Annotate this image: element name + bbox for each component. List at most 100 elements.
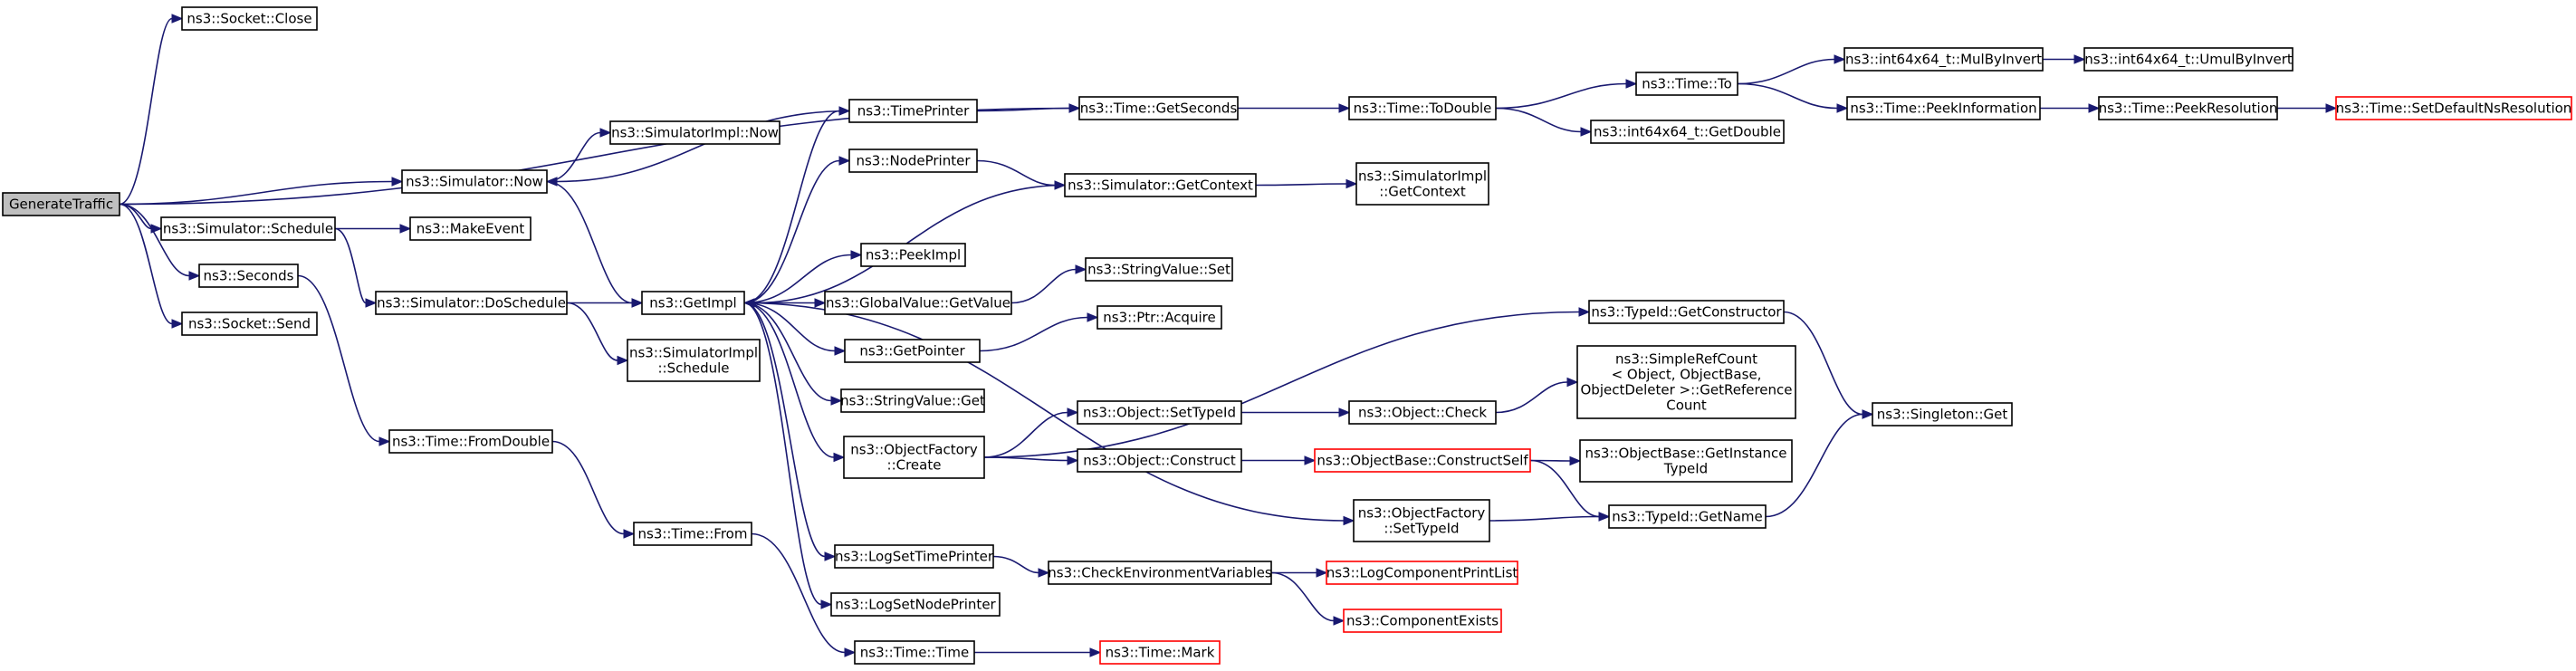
node-label: TypeId: [1663, 461, 1708, 477]
node-nodePrinter[interactable]: ns3::NodePrinter: [848, 149, 978, 173]
node-gvGetValue[interactable]: ns3::GlobalValue::GetValue: [824, 291, 1012, 315]
node-simpleRefCount[interactable]: ns3::SimpleRefCount< Object, ObjectBase,…: [1576, 345, 1796, 419]
node-label: ns3::StringValue::Get: [840, 393, 985, 409]
node-tidGetCtor[interactable]: ns3::TypeId::GetConstructor: [1588, 300, 1785, 324]
edge-line: [1529, 459, 1600, 518]
edge-toDouble-to-timeTo: [1495, 79, 1638, 110]
node-simImplGetCtx[interactable]: ns3::SimulatorImpl::GetContext: [1355, 162, 1489, 206]
node-label: ns3::Time::SetDefaultNsResolution: [2336, 101, 2572, 117]
edge-line: [1495, 381, 1568, 414]
edge-line: [983, 456, 1068, 462]
node-tidGetName[interactable]: ns3::TypeId::GetName: [1608, 504, 1767, 529]
node-label: ns3::CheckEnvironmentVariables: [1048, 565, 1272, 581]
node-i64GetDouble[interactable]: ns3::int64x64_t::GetDouble: [1590, 120, 1785, 144]
node-peekInfo[interactable]: ns3::Time::PeekInformation: [1846, 96, 2041, 120]
arrow-head: [1038, 568, 1050, 578]
node-obConstructSelf[interactable]: ns3::ObjectBase::ConstructSelf: [1314, 448, 1531, 473]
node-box: [1846, 96, 2041, 120]
arrow-head: [2325, 103, 2338, 113]
node-mulByInvert[interactable]: ns3::int64x64_t::MulByInvert: [1843, 47, 2044, 72]
node-objCheck[interactable]: ns3::Object::Check: [1348, 400, 1497, 425]
node-timeFrom[interactable]: ns3::Time::From: [633, 522, 752, 546]
edge-gen-to-simSchedule: [119, 203, 163, 234]
node-box: [1099, 640, 1221, 665]
node-sockClose[interactable]: ns3::Socket::Close: [181, 6, 318, 31]
node-label: ::Create: [887, 457, 942, 474]
arrow-head: [1304, 455, 1317, 465]
arrow-head: [850, 250, 863, 260]
node-label: ns3::Time::To: [1642, 76, 1732, 92]
node-ofSetTypeId[interactable]: ns3::ObjectFactory::SetTypeId: [1353, 499, 1490, 542]
edge-timeTo-to-mulByInvert: [1737, 54, 1846, 85]
node-box: [1343, 609, 1502, 633]
node-box: [2335, 96, 2572, 120]
node-simNow[interactable]: ns3::Simulator::Now: [401, 169, 548, 194]
node-fromDouble[interactable]: ns3::Time::FromDouble: [388, 429, 553, 454]
node-umulByInvert[interactable]: ns3::int64x64_t::UmulByInvert: [2083, 47, 2294, 72]
node-label: ns3::GlobalValue::GetValue: [826, 295, 1010, 312]
node-peekImpl[interactable]: ns3::PeekImpl: [860, 243, 966, 267]
edge-line: [751, 532, 846, 654]
node-simSchedule[interactable]: ns3::Simulator::Schedule: [160, 216, 336, 241]
node-gen[interactable]: GenerateTraffic: [2, 192, 120, 216]
node-label: ns3::Time::Mark: [1106, 645, 1215, 661]
node-box: [609, 120, 780, 145]
node-setDefRes[interactable]: ns3::Time::SetDefaultNsResolution: [2335, 96, 2572, 120]
arrow-head: [1580, 127, 1593, 137]
node-box: [824, 291, 1012, 315]
node-getContext[interactable]: ns3::Simulator::GetContext: [1064, 173, 1257, 197]
edge-line: [1270, 571, 1335, 622]
edge-line: [119, 203, 190, 277]
node-getPointer[interactable]: ns3::GetPointer: [844, 339, 981, 363]
edge-ofCreate-to-objConstruct: [983, 455, 1079, 465]
node-objConstruct[interactable]: ns3::Object::Construct: [1077, 448, 1242, 473]
node-seconds[interactable]: ns3::Seconds: [198, 264, 299, 288]
edge-line: [983, 411, 1068, 458]
node-timeTime[interactable]: ns3::Time::Time: [854, 640, 975, 665]
node-svSet[interactable]: ns3::StringValue::Set: [1085, 257, 1233, 282]
node-label: ns3::GetImpl: [649, 295, 736, 312]
arrow-head: [1836, 103, 1849, 113]
arrow-head: [365, 298, 378, 308]
node-singletonGet[interactable]: ns3::Singleton::Get: [1872, 402, 2013, 427]
node-sockSend[interactable]: ns3::Socket::Send: [181, 312, 318, 336]
node-label: ns3::Socket::Send: [188, 316, 311, 332]
node-checkEnv[interactable]: ns3::CheckEnvironmentVariables: [1048, 561, 1272, 585]
edge-toDouble-to-i64GetDouble: [1495, 107, 1593, 137]
node-compExists[interactable]: ns3::ComponentExists: [1343, 609, 1502, 633]
node-label: ns3::MakeEvent: [417, 221, 525, 237]
edge-line: [551, 440, 625, 535]
arrow-head: [1338, 103, 1351, 113]
node-getImpl[interactable]: ns3::GetImpl: [641, 291, 745, 315]
node-box: [840, 388, 985, 413]
node-simImplSched[interactable]: ns3::SimulatorImpl::Schedule: [627, 339, 761, 382]
node-logSetTime[interactable]: ns3::LogSetTimePrinter: [834, 544, 994, 569]
node-ptrAcquire[interactable]: ns3::Ptr::Acquire: [1096, 305, 1222, 330]
node-toDouble[interactable]: ns3::Time::ToDouble: [1348, 96, 1497, 120]
node-ofCreate[interactable]: ns3::ObjectFactory::Create: [843, 436, 985, 479]
node-doSchedule[interactable]: ns3::Simulator::DoSchedule: [375, 291, 568, 315]
node-timePrinter[interactable]: ns3::TimePrinter: [848, 99, 978, 123]
node-timeTo[interactable]: ns3::Time::To: [1635, 72, 1738, 96]
node-label: ns3::Time::PeekInformation: [1850, 101, 2036, 117]
node-timeMark[interactable]: ns3::Time::Mark: [1099, 640, 1221, 665]
node-logSetNode[interactable]: ns3::LogSetNodePrinter: [830, 592, 1001, 617]
edge-getImpl-to-peekImpl: [743, 250, 863, 304]
arrow-head: [814, 298, 827, 308]
node-logCompPrint[interactable]: ns3::LogComponentPrintList: [1326, 561, 1518, 585]
node-getSeconds[interactable]: ns3::Time::GetSeconds: [1078, 96, 1239, 120]
node-objSetTypeId[interactable]: ns3::Object::SetTypeId: [1077, 400, 1242, 425]
node-box: [1588, 300, 1785, 324]
arrow-head: [545, 177, 558, 187]
node-simImplNow[interactable]: ns3::SimulatorImpl::Now: [609, 120, 780, 145]
node-svGet[interactable]: ns3::StringValue::Get: [840, 388, 985, 413]
node-makeEvent[interactable]: ns3::MakeEvent: [409, 216, 531, 241]
node-label: ns3::ObjectBase::GetInstance: [1585, 446, 1787, 462]
arrow-head: [2073, 54, 2086, 64]
arrow-head: [1333, 616, 1345, 626]
arrow-head: [824, 551, 837, 561]
node-peekRes[interactable]: ns3::Time::PeekResolution: [2098, 96, 2278, 120]
node-label: ns3::ObjectFactory: [1358, 505, 1486, 522]
node-box: [854, 640, 975, 665]
